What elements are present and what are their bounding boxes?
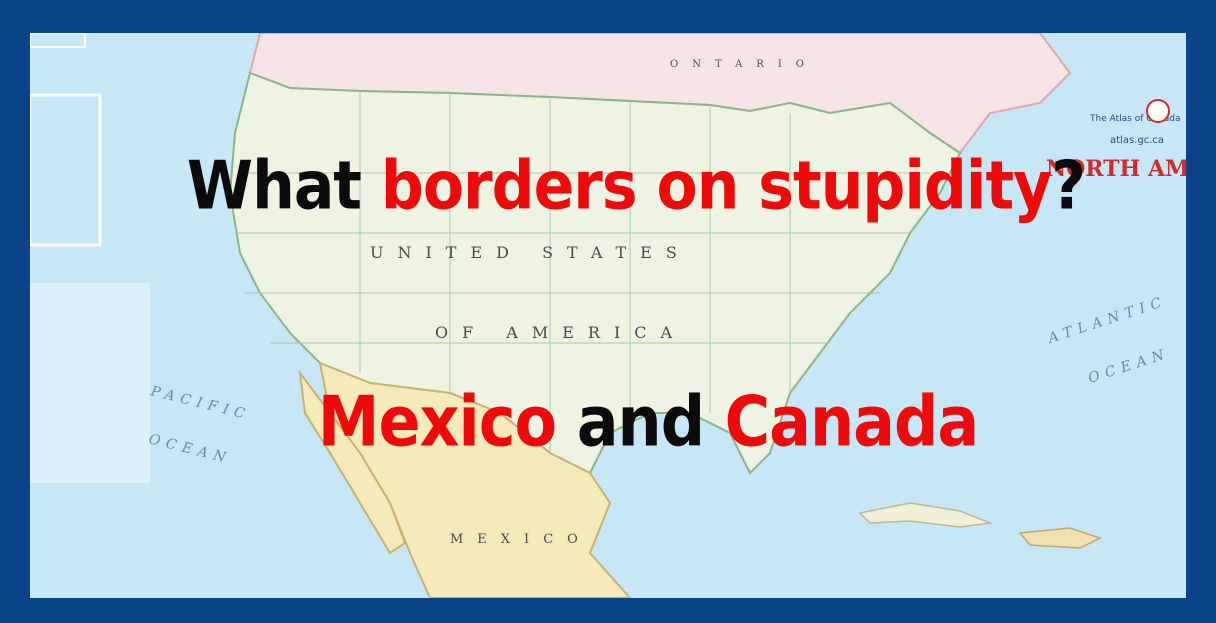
inset-map-box bbox=[30, 93, 102, 247]
question-what: What bbox=[186, 146, 362, 226]
atlas-brand: The Atlas of Canada bbox=[1089, 114, 1180, 124]
baja-peninsula bbox=[298, 369, 407, 555]
label-mexico: MEXICO bbox=[450, 532, 592, 547]
atlas-logo-icon bbox=[1146, 99, 1170, 123]
state-borders bbox=[235, 91, 930, 453]
cuba-island bbox=[858, 502, 993, 528]
label-ontario: ONTARIO bbox=[670, 59, 818, 70]
atlas-url: atlas.gc.ca bbox=[1110, 135, 1164, 146]
map-legend bbox=[30, 283, 150, 483]
label-north-america: NORTH AM bbox=[1046, 156, 1186, 182]
inset-map-box-top bbox=[30, 33, 86, 48]
joke-answer: Mexico and Canada bbox=[30, 380, 1186, 463]
answer-canada: Canada bbox=[724, 380, 980, 463]
answer-mexico: Mexico bbox=[317, 380, 557, 463]
joke-question: What borders on stupidity? bbox=[30, 146, 1186, 226]
north-america-map: UNITED STATES OF AMERICA MEXICO ONTARIO … bbox=[30, 33, 1186, 598]
answer-and: and bbox=[576, 380, 705, 463]
label-of-america: OF AMERICA bbox=[435, 323, 686, 342]
hispaniola-island bbox=[1018, 527, 1102, 549]
question-mark: ? bbox=[1051, 146, 1086, 226]
label-united-states: UNITED STATES bbox=[370, 243, 691, 262]
question-borders: borders on stupidity bbox=[380, 146, 1052, 226]
